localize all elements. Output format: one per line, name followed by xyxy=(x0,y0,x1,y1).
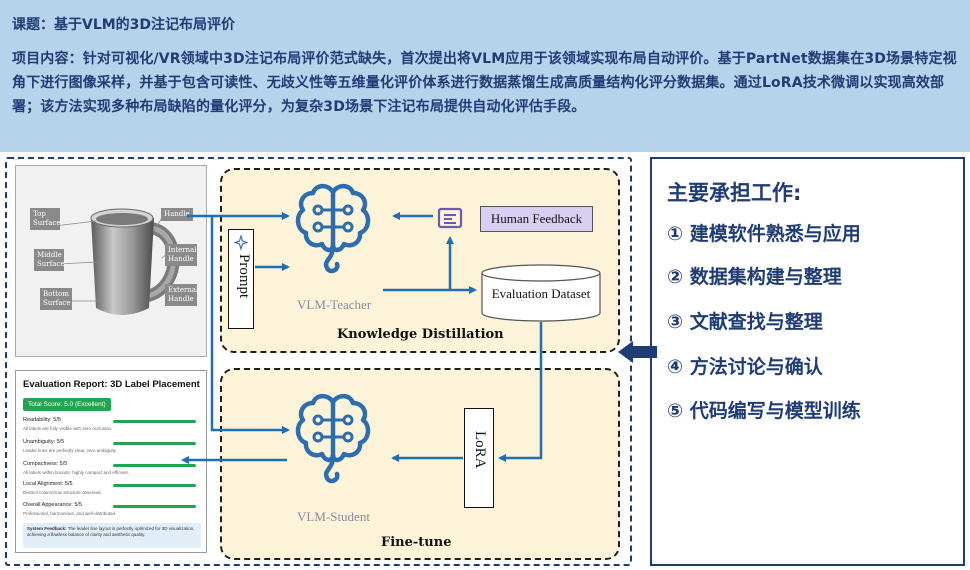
mug-label-external-handle: External Handle xyxy=(165,284,198,306)
task-item: ⑤ 代码编写与模型训练 xyxy=(667,400,861,422)
report-item-desc: Professional, harmonious, and well-distr… xyxy=(23,511,117,516)
project-title: 课题：基于VLM的3D注记布局评价 xyxy=(12,17,236,33)
header-banner: 课题：基于VLM的3D注记布局评价 项目内容：针对可视化/VR领域中3D注记布局… xyxy=(0,0,970,152)
main-tasks-box: 主要承担工作: ① 建模软件熟悉与应用 ② 数据集构建与整理 ③ 文献查找与整理… xyxy=(650,157,965,566)
score-bar xyxy=(113,484,196,487)
report-item-label: Compactness: 5/5 xyxy=(23,461,68,467)
fine-tune-panel xyxy=(220,368,620,560)
score-bar xyxy=(113,505,196,508)
report-item-desc: Leader lines are perfectly clear, zero a… xyxy=(23,448,117,453)
report-item-label: Readability: 5/5 xyxy=(23,417,61,423)
project-content: 项目内容：针对可视化/VR领域中3D注记布局评价范式缺失，首次提出将VLM应用于… xyxy=(12,51,957,115)
score-bar xyxy=(113,442,196,445)
report-item-label: Overall Appearance: 5/5 xyxy=(23,502,83,508)
report-item-label: Unambiguity: 5/5 xyxy=(23,439,65,445)
mug-label-middle-surface: Middle Surface xyxy=(34,249,64,271)
report-item-desc: Distinct column/row structure observed. xyxy=(23,490,102,495)
vlm-teacher-brain-icon xyxy=(295,183,371,274)
task-item: ② 数据集构建与整理 xyxy=(667,266,842,288)
database-icon xyxy=(481,264,601,322)
mug-label-handle: Handle xyxy=(161,208,193,221)
evaluation-report-card: Evaluation Report: 3D Label Placement To… xyxy=(15,370,207,553)
report-item-overall-appearance: Overall Appearance: 5/5 Professional, ha… xyxy=(23,502,203,516)
prompt-label: Prompt xyxy=(236,254,252,299)
report-item-local-alignment: Local Alignment: 5/5 Distinct column/row… xyxy=(23,481,203,495)
mug-label-bottom-surface: Bottom Surface xyxy=(40,288,72,310)
report-item-unambiguity: Unambiguity: 5/5 Leader lines are perfec… xyxy=(23,439,203,453)
evaluation-dataset-label: Evaluation Dataset xyxy=(491,286,591,301)
score-bar-fill xyxy=(113,484,196,487)
report-title: Evaluation Report: 3D Label Placement xyxy=(23,379,200,390)
lora-label: LoRA xyxy=(472,431,488,469)
report-item-desc: All labels within bounds, highly compact… xyxy=(23,470,129,475)
system-feedback-text: The leader line layout is perfectly opti… xyxy=(27,526,195,537)
prompt-box: Prompt xyxy=(228,229,254,329)
report-item-readability: Readability: 5/5 All labels are fully vi… xyxy=(23,417,203,431)
fine-tune-label: Fine-tune xyxy=(381,535,452,550)
score-bar-fill xyxy=(113,442,196,445)
score-bar-fill xyxy=(113,505,196,508)
task-item: ④ 方法讨论与确认 xyxy=(667,356,823,378)
task-item: ① 建模软件熟悉与应用 xyxy=(667,223,861,245)
total-score-badge: Total Score: 5.0 (Excellent) xyxy=(23,398,111,411)
task-item: ③ 文献查找与整理 xyxy=(667,311,823,333)
lora-box: LoRA xyxy=(464,408,494,508)
mug-annotation-image: Top Surface Middle Surface Bottom Surfac… xyxy=(15,165,207,357)
score-bar-fill xyxy=(113,420,196,423)
score-bar xyxy=(113,420,196,423)
human-feedback-box: Human Feedback xyxy=(480,206,593,232)
score-bar xyxy=(113,464,196,467)
knowledge-distillation-label: Knowledge Distillation xyxy=(337,327,504,342)
tasks-title: 主要承担工作: xyxy=(667,181,802,205)
knowledge-distillation-panel xyxy=(220,168,620,353)
feedback-monitor-icon xyxy=(437,207,463,229)
report-item-desc: All labels are fully visible with zero o… xyxy=(23,426,113,431)
report-item-label: Local Alignment: 5/5 xyxy=(23,481,73,487)
mug-label-top-surface: Top Surface xyxy=(30,208,60,230)
vlm-teacher-label: VLM-Teacher xyxy=(297,297,372,312)
sparkle-icon xyxy=(234,235,248,251)
system-feedback: System Feedback: The leader line layout … xyxy=(23,523,201,548)
mug-label-internal-handle: Internal Handle xyxy=(165,244,197,266)
mug-illustration xyxy=(53,208,180,315)
vlm-student-label: VLM-Student xyxy=(297,509,370,524)
score-bar-fill xyxy=(113,464,196,467)
system-feedback-label: System Feedback: xyxy=(27,526,67,531)
vlm-student-brain-icon xyxy=(295,393,371,484)
report-item-compactness: Compactness: 5/5 All labels within bound… xyxy=(23,461,203,475)
evaluation-dataset-cylinder: Evaluation Dataset xyxy=(480,264,602,322)
